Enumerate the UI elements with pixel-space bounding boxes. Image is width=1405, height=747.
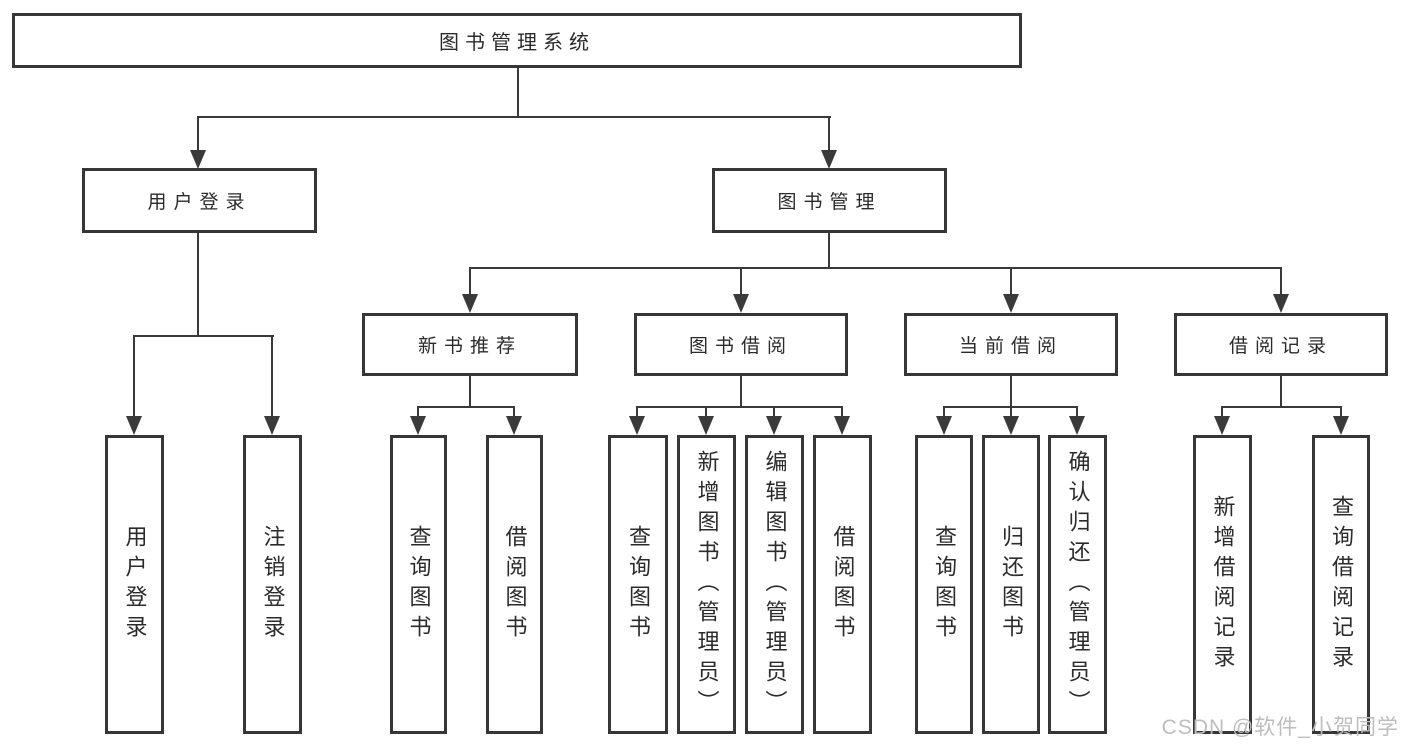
connector-user-login-stem (197, 232, 199, 337)
connector-user-login-bar (133, 335, 274, 337)
arrowhead-to-book-management (821, 150, 837, 169)
leaf-edit-books-admin: 编辑图书（管理员） (745, 435, 804, 734)
connector-to-add-borrow-record (1221, 406, 1223, 418)
connector-to-book-management (828, 116, 830, 152)
arrowhead-to-leaf-user-login (126, 416, 142, 435)
arrowhead-to-borrow-books-borrowing (834, 416, 850, 435)
connector-to-user-login (197, 116, 199, 152)
leaf-confirm-return-admin: 确认归还（管理员） (1048, 435, 1107, 734)
leaf-logout: 注销登录 (243, 435, 302, 734)
arrowhead-to-current-borrowing (1003, 294, 1019, 313)
node-user-login: 用户登录 (82, 168, 317, 233)
connector-to-query-books-recommend (417, 406, 419, 418)
arrowhead-to-add-books-admin (698, 416, 714, 435)
connector-to-add-books-admin (705, 406, 707, 418)
connector-root-bar (197, 116, 831, 118)
arrowhead-to-user-login (190, 150, 206, 169)
connector-book-management-stem (828, 232, 830, 269)
leaf-query-books-current: 查询图书 (915, 435, 973, 734)
arrowhead-to-query-books-borrowing (629, 416, 645, 435)
connector-to-confirm-return-admin (1076, 406, 1078, 418)
arrowhead-to-new-book-recommend (462, 294, 478, 313)
connector-records-stem (1280, 374, 1282, 408)
connector-borrowing-stem (740, 374, 742, 408)
leaf-borrow-books-recommend: 借阅图书 (486, 435, 543, 734)
node-borrowing-records: 借阅记录 (1174, 313, 1388, 376)
arrowhead-to-return-books (1003, 416, 1019, 435)
leaf-query-borrow-record: 查询借阅记录 (1312, 435, 1370, 734)
arrowhead-to-edit-books-admin (766, 416, 782, 435)
connector-to-book-borrowing (740, 267, 742, 296)
leaf-query-books-recommend: 查询图书 (390, 435, 447, 734)
connector-records-bar (1222, 406, 1342, 408)
node-book-management: 图书管理 (712, 168, 947, 233)
connector-to-borrowing-records (1280, 267, 1282, 296)
connector-to-current-borrowing (1010, 267, 1012, 296)
leaf-return-books: 归还图书 (982, 435, 1040, 734)
leaf-user-login: 用户登录 (105, 435, 164, 734)
leaf-borrow-books-borrowing: 借阅图书 (813, 435, 872, 734)
arrowhead-to-query-borrow-record (1333, 416, 1349, 435)
arrowhead-to-query-books-current (936, 416, 952, 435)
node-current-borrowing: 当前借阅 (904, 313, 1118, 376)
connector-to-query-books-current (943, 406, 945, 418)
connector-recommend-stem (469, 374, 471, 408)
connector-to-edit-books-admin (773, 406, 775, 418)
connector-to-return-books (1010, 406, 1012, 418)
connector-current-stem (1010, 374, 1012, 408)
node-book-borrowing: 图书借阅 (634, 313, 848, 376)
arrowhead-to-book-borrowing (733, 294, 749, 313)
arrowhead-to-borrow-books-recommend (506, 416, 522, 435)
connector-recommend-bar (418, 406, 515, 408)
connector-to-query-books-borrowing (636, 406, 638, 418)
connector-to-query-borrow-record (1340, 406, 1342, 418)
connector-root-stem (517, 67, 519, 118)
connector-borrowing-bar (637, 406, 843, 408)
connector-to-borrow-books-borrowing (841, 406, 843, 418)
watermark: CSDN @软件_小贺同学 (1161, 716, 1399, 739)
connector-to-new-book-recommend (469, 267, 471, 296)
leaf-add-books-admin: 新增图书（管理员） (677, 435, 736, 734)
arrowhead-to-query-books-recommend (410, 416, 426, 435)
connector-book-management-bar (469, 267, 1282, 269)
leaf-add-borrow-record: 新增借阅记录 (1193, 435, 1252, 734)
arrowhead-to-add-borrow-record (1214, 416, 1230, 435)
arrowhead-to-leaf-logout (264, 416, 280, 435)
connector-to-leaf-logout (271, 335, 273, 416)
node-library-management-system: 图书管理系统 (12, 13, 1022, 68)
arrowhead-to-borrowing-records (1273, 294, 1289, 313)
leaf-query-books-borrowing: 查询图书 (608, 435, 668, 734)
connector-to-leaf-user-login (133, 335, 135, 416)
node-new-book-recommend: 新书推荐 (362, 313, 578, 376)
arrowhead-to-confirm-return-admin (1069, 416, 1085, 435)
connector-to-borrow-books-recommend (513, 406, 515, 418)
